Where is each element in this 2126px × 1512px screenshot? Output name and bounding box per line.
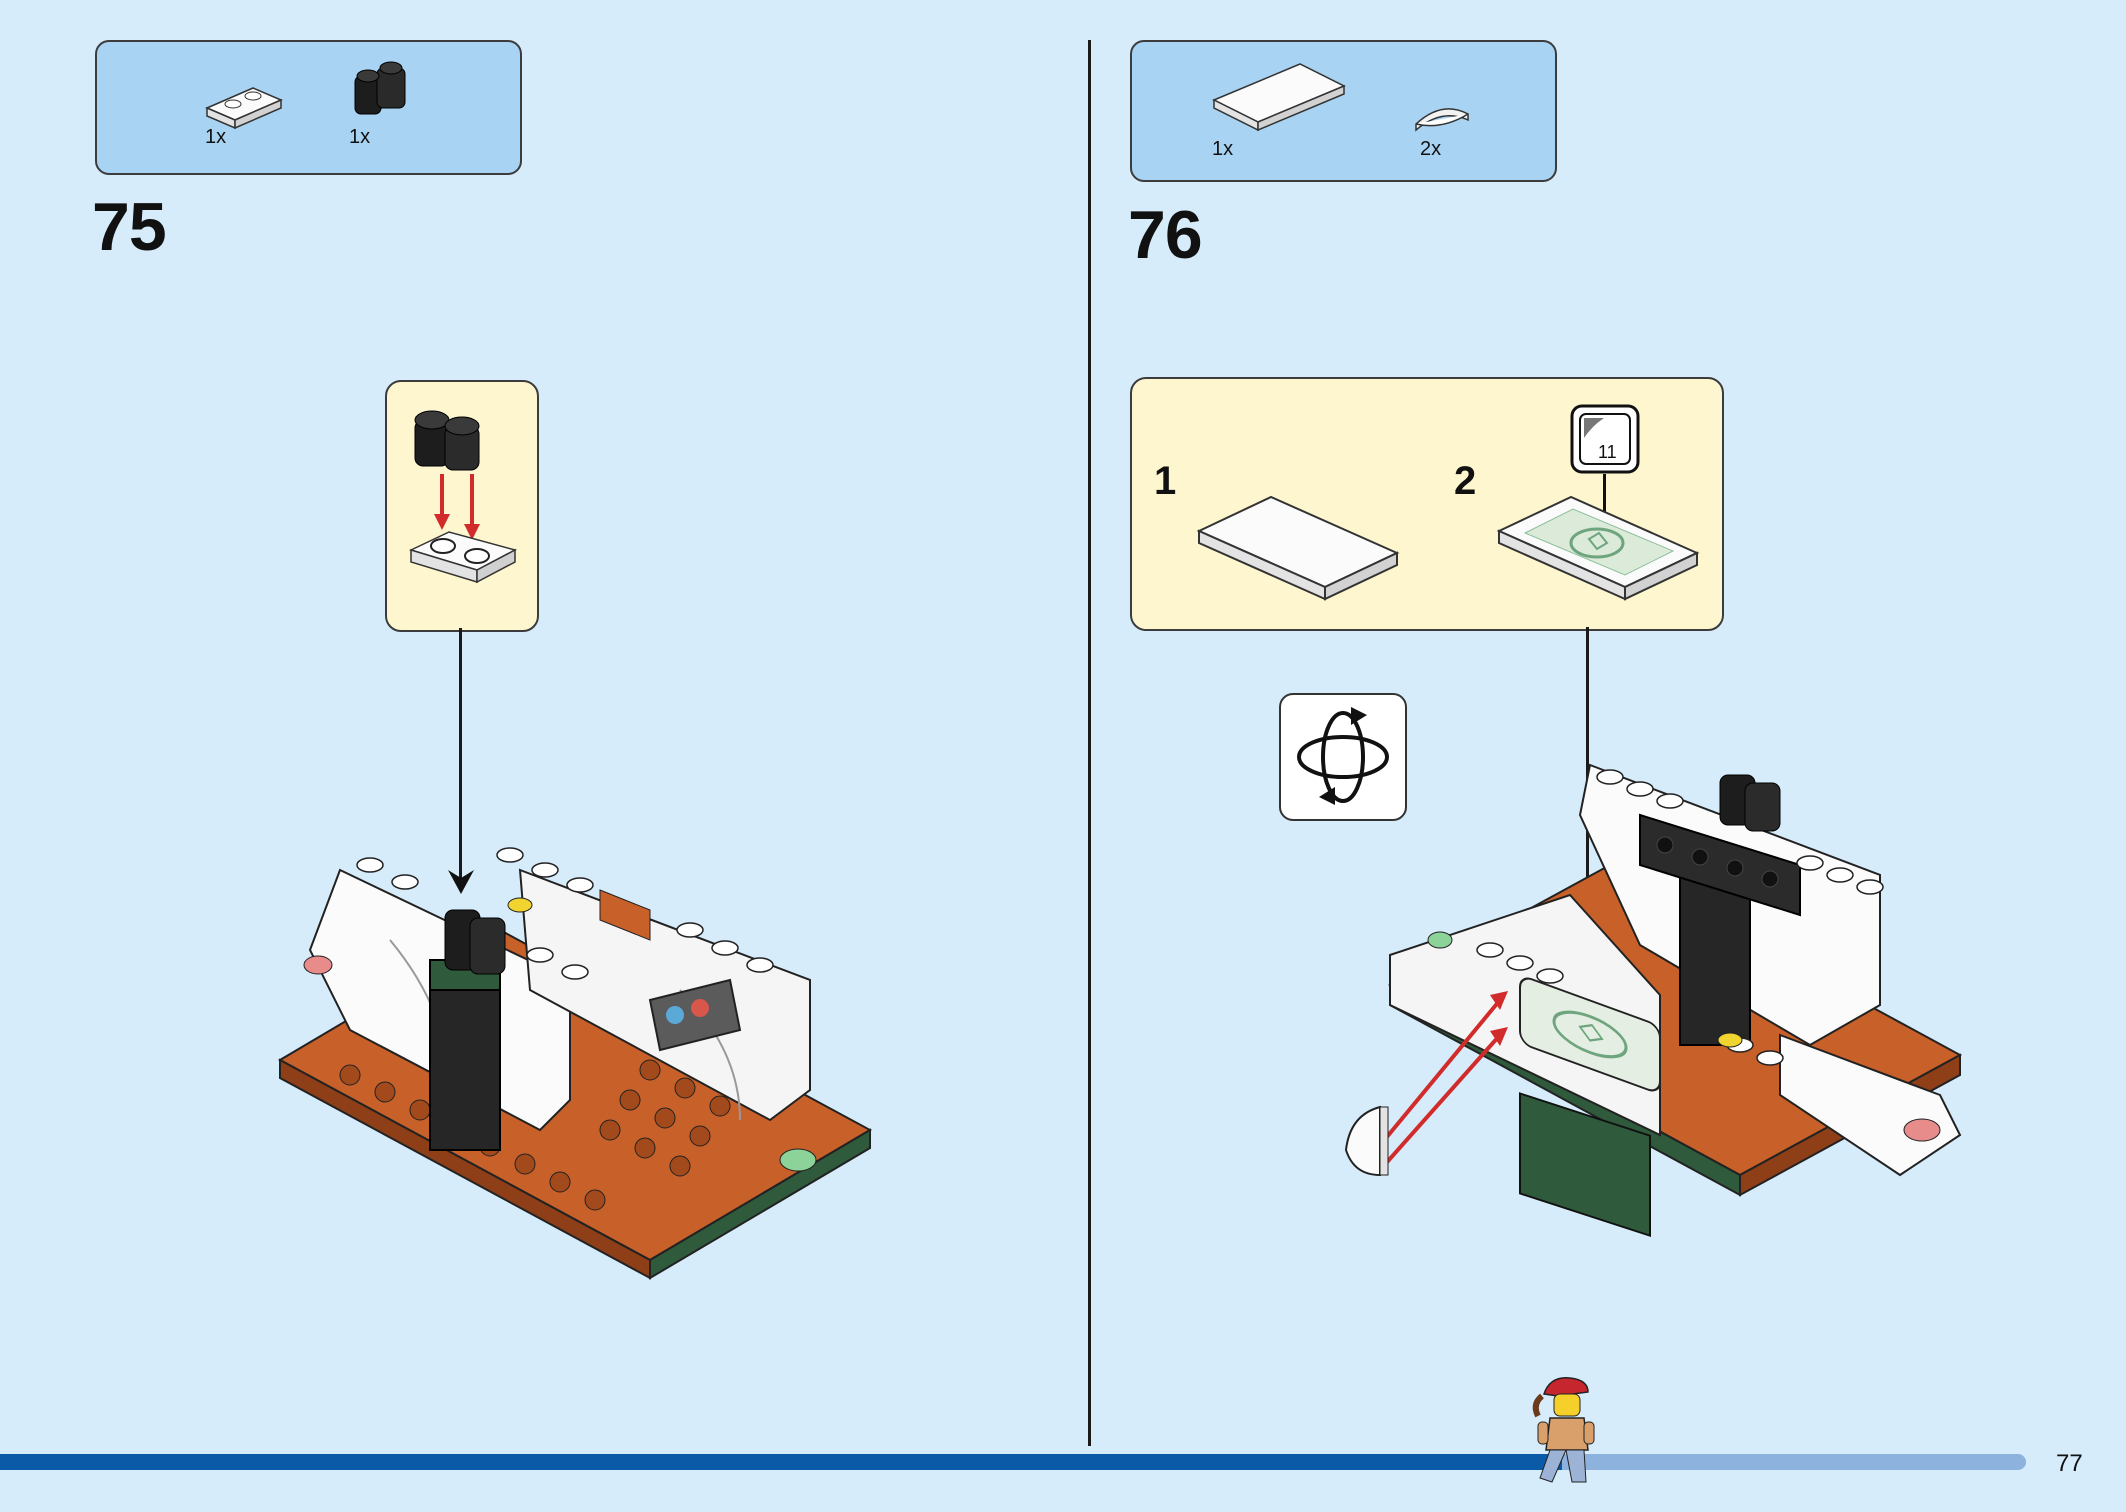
callout-connector-line xyxy=(459,628,462,880)
step-number-75: 75 xyxy=(92,189,167,265)
sticker-number: 11 xyxy=(1598,442,1617,462)
white-plate-1x2-icon xyxy=(205,82,285,137)
parts-list-step-75: 1x 1x xyxy=(95,40,522,175)
substep-number: 2 xyxy=(1454,459,1477,503)
part-qty: 1x xyxy=(205,126,227,148)
sub-assembly-callout-75 xyxy=(385,380,539,632)
part-qty: 1x xyxy=(1212,138,1234,160)
progress-fill xyxy=(0,1454,1562,1470)
minifigure-progress-marker xyxy=(1530,1374,1600,1491)
page-divider xyxy=(1088,40,1091,1446)
part-qty: 1x xyxy=(349,126,371,148)
white-tile-2x4-icon xyxy=(1210,60,1350,135)
rotate-model-icon xyxy=(1279,693,1407,821)
sticker-indicator: 11 xyxy=(1570,404,1640,474)
model-assembly-step-75 xyxy=(270,830,880,1280)
sticker-leader-line xyxy=(1603,474,1606,512)
step-number-76: 76 xyxy=(1128,197,1203,273)
page-number: 77 xyxy=(2056,1450,2083,1477)
black-brick-1x2-icon xyxy=(347,60,417,131)
part-qty: 2x xyxy=(1420,138,1442,160)
brick-on-plate-icon xyxy=(408,410,518,584)
connector-arrowhead xyxy=(448,870,474,901)
white-round-tile-icon xyxy=(1412,100,1472,145)
sub-assembly-callout-76: 1 2 11 xyxy=(1130,377,1724,631)
model-assembly-step-76 xyxy=(1340,755,1970,1250)
parts-list-step-76: 1x 2x xyxy=(1130,40,1557,182)
white-tile-icon xyxy=(1196,487,1407,612)
substep-number: 1 xyxy=(1154,459,1177,503)
stickered-tile-icon xyxy=(1496,487,1707,612)
